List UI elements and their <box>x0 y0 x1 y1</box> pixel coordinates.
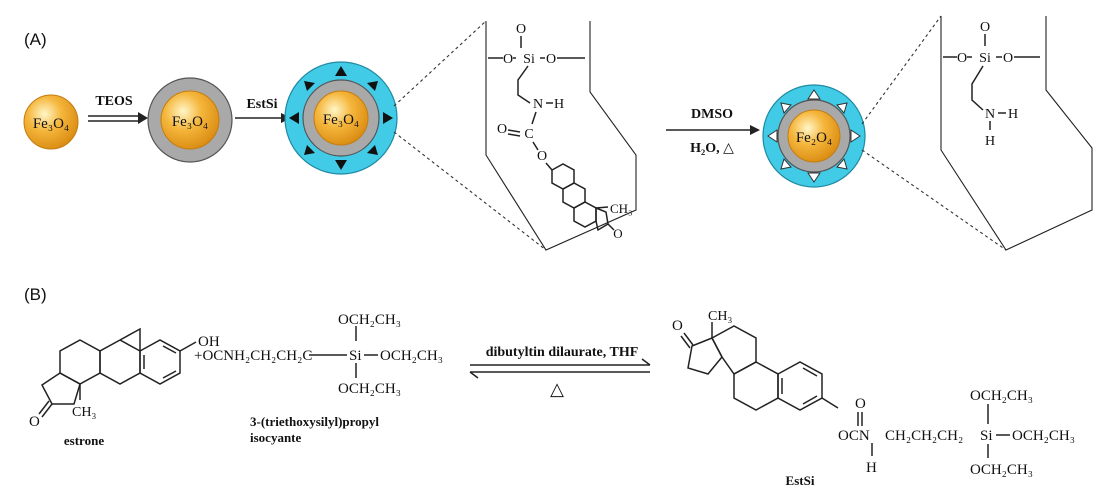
svg-text:O: O <box>497 122 507 137</box>
isocyanate-reagent: +OCNH₂CH₂CH₂C Si OCH₂CH₃ OCH₂CH₃ OCH₂CH₃… <box>194 312 443 445</box>
amine-particle: Fe₂O₄ <box>762 84 866 188</box>
dmso-label: DMSO <box>691 107 733 122</box>
estsi-arrow: EstSi <box>235 97 291 123</box>
isocyanate-name-2: isocyante <box>250 430 302 445</box>
teos-label: TEOS <box>95 94 133 109</box>
product-oet-bottom: OCH₂CH₃ <box>970 462 1033 478</box>
estrone-oh: OH <box>198 334 220 350</box>
hydrolysis-label: H₂O, △ <box>690 141 734 156</box>
forward-conditions: dibutyltin dilaurate, THF <box>486 345 639 360</box>
inset-structure-2: O O Si O N H H <box>943 20 1040 149</box>
svg-text:N: N <box>985 107 995 122</box>
inset-structure-1: O O Si O N H C O O CH₃ O <box>488 22 633 241</box>
svg-text:H: H <box>1008 107 1018 122</box>
product-name: EstSi <box>786 473 815 488</box>
inset-frame-2 <box>940 16 1093 251</box>
fe3o4-particle: Fe₃O₄ <box>23 94 79 150</box>
estrone-ch3: CH₃ <box>72 405 96 420</box>
svg-text:H: H <box>554 97 564 112</box>
product-nh: H <box>866 460 877 476</box>
isocyanate-formula: +OCNH₂CH₂CH₂C <box>194 348 312 364</box>
svg-text:H: H <box>985 134 995 149</box>
core-label-2: Fe₃O₄ <box>172 114 208 130</box>
isocyanate-name-1: 3-(triethoxysilyl)propyl <box>250 414 379 429</box>
panel-b-label: (B) <box>24 285 47 304</box>
silica-coated-particle: Fe₃O₄ <box>147 77 233 163</box>
functionalized-particle: Fe₃O₄ <box>284 61 398 175</box>
svg-text:O: O <box>503 52 513 67</box>
product-si: Si <box>980 428 993 444</box>
product-linker: OCN <box>838 428 870 444</box>
product-chain: CH₂CH₂CH₂ <box>885 428 963 444</box>
core-label-1: Fe₃O₄ <box>33 116 69 132</box>
svg-text:C: C <box>524 127 533 142</box>
core-label-4: Fe₂O₄ <box>796 130 832 146</box>
isocyanate-si: Si <box>349 348 362 364</box>
estrone-structure: OH O CH₃ estrone <box>29 327 220 448</box>
svg-text:Si: Si <box>523 52 535 67</box>
estrone-ketone-o: O <box>29 414 40 430</box>
product-oet-right: OCH₂CH₃ <box>1012 428 1075 444</box>
estrone-name: estrone <box>64 433 104 448</box>
estsi-product-structure: O CH₃ OCN O H CH₂CH₂CH₂ Si OCH₂CH₃ OCH₂C… <box>672 309 1075 488</box>
svg-text:N: N <box>533 97 543 112</box>
svg-text:O: O <box>613 226 622 241</box>
teos-arrow: TEOS <box>88 94 148 124</box>
svg-text:O: O <box>1003 51 1013 66</box>
svg-text:O: O <box>516 22 526 37</box>
svg-text:CH₃: CH₃ <box>610 201 633 216</box>
svg-text:O: O <box>537 149 547 164</box>
product-ketone-o: O <box>672 318 683 334</box>
oet-bottom: OCH₂CH₃ <box>338 381 401 397</box>
dmso-arrow: DMSO H₂O, △ <box>666 107 760 156</box>
product-ch3: CH₃ <box>708 309 732 324</box>
product-carbonyl-o: O <box>855 396 866 412</box>
reverse-heat: △ <box>550 379 564 399</box>
svg-text:O: O <box>957 51 967 66</box>
core-label-3: Fe₃O₄ <box>323 112 359 128</box>
panel-a-label: (A) <box>24 30 47 49</box>
inset-frame-1 <box>485 21 637 251</box>
svg-text:O: O <box>980 20 990 35</box>
oet-right: OCH₂CH₃ <box>380 348 443 364</box>
svg-text:O: O <box>546 52 556 67</box>
oet-top: OCH₂CH₃ <box>338 312 401 328</box>
product-oet-top: OCH₂CH₃ <box>970 388 1033 404</box>
equilibrium-arrow: dibutyltin dilaurate, THF △ <box>469 345 651 399</box>
svg-text:Si: Si <box>979 51 991 66</box>
estsi-reagent-label: EstSi <box>246 97 277 112</box>
